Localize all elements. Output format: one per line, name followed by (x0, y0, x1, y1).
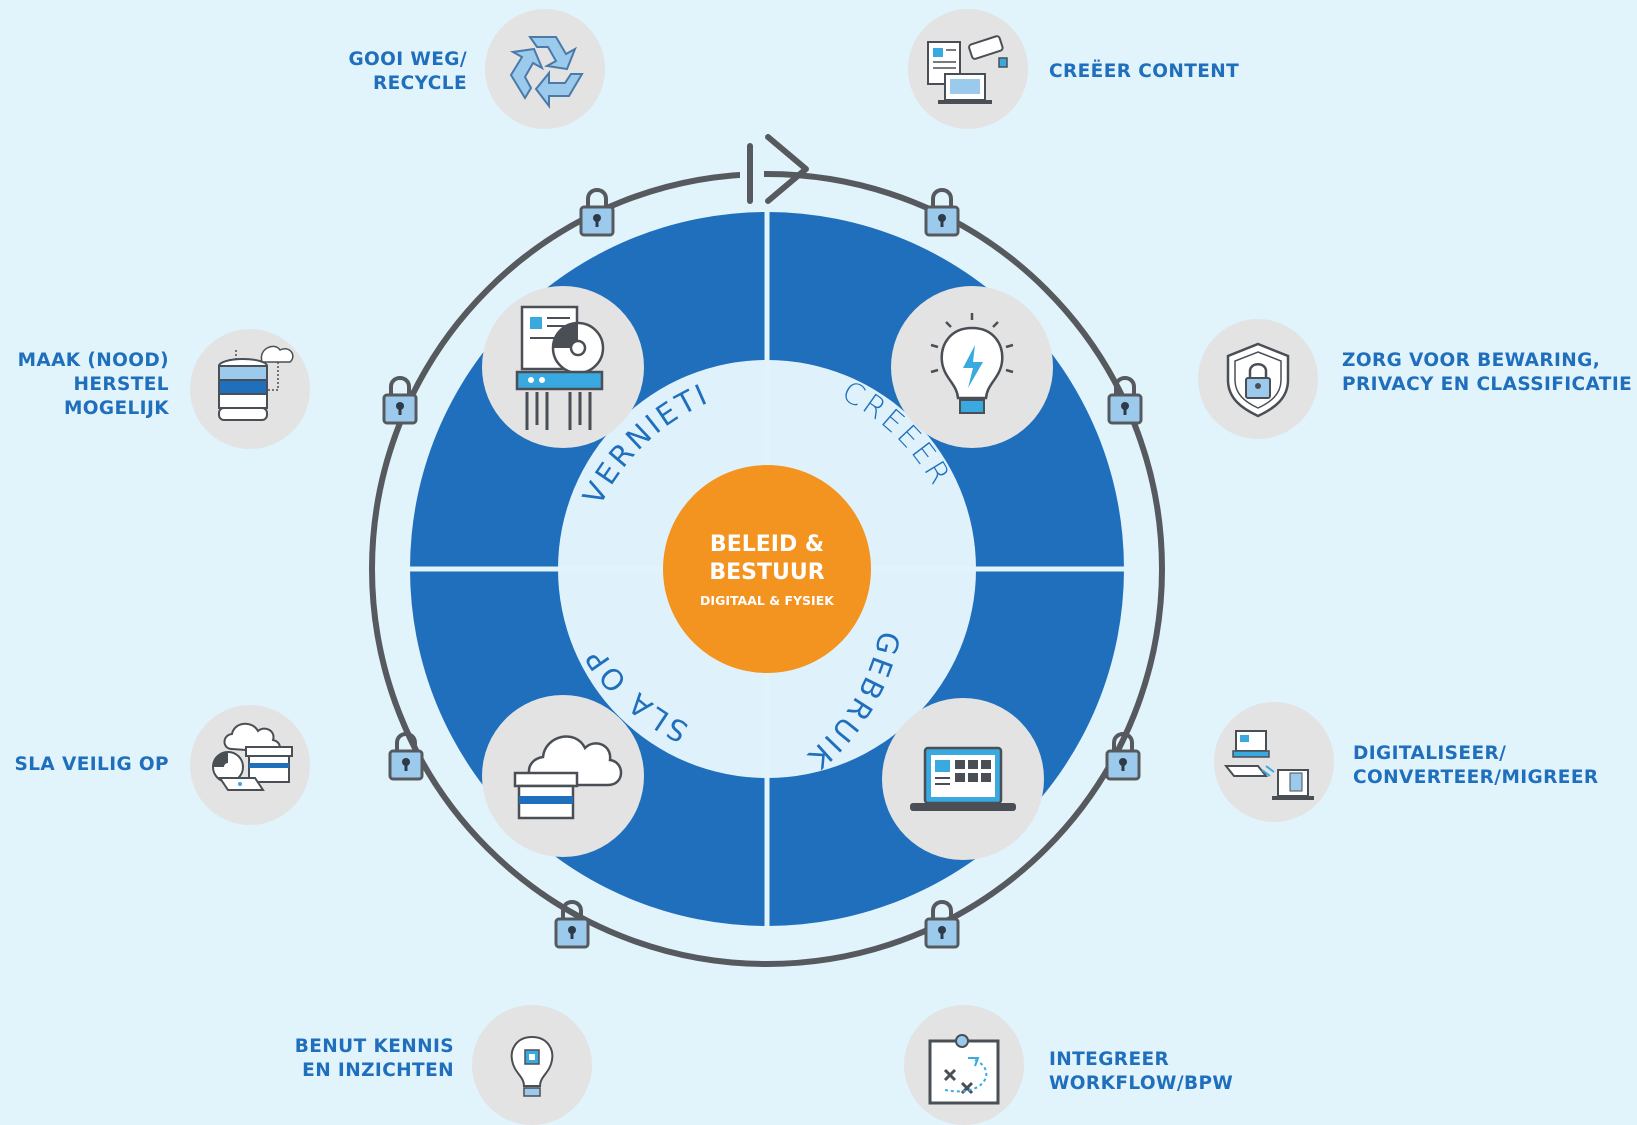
label-recovery: MAAK (NOOD) HERSTEL MOGELIJK (18, 349, 169, 421)
label-store-safe: SLA VEILIG OP (15, 753, 170, 777)
label-recycle-line2: RECYCLE (373, 73, 467, 94)
shield-lock-icon (1198, 319, 1318, 439)
padlock-icon (924, 900, 960, 949)
label-digitize-line2: CONVERTEER/MIGREER (1353, 767, 1599, 788)
insight-bulb-icon (472, 1005, 592, 1125)
label-retention-line2: PRIVACY EN CLASSIFICATIE (1342, 374, 1633, 395)
digitize-icon (1214, 702, 1334, 822)
center-policy-circle (663, 465, 871, 673)
center-title-line2: BESTUUR (709, 560, 824, 585)
content-creation-icon (908, 9, 1028, 129)
label-store-safe-line1: SLA VEILIG OP (14, 754, 169, 775)
center-subtitle: DIGITAAL & FYSIEK (700, 593, 835, 608)
label-workflow: INTEGREER WORKFLOW/BPW (1049, 1048, 1233, 1096)
padlock-icon (554, 900, 590, 949)
label-create-content: CREËER CONTENT (1049, 60, 1239, 84)
label-retention: ZORG VOOR BEWARING, PRIVACY EN CLASSIFIC… (1342, 349, 1632, 397)
label-digitize: DIGITALISEER/ CONVERTEER/MIGREER (1353, 742, 1599, 790)
label-insights-line2: EN INZICHTEN (302, 1060, 454, 1081)
padlock-icon (579, 188, 615, 237)
padlock-icon (388, 732, 424, 781)
label-recovery-line2: HERSTEL (73, 374, 169, 395)
workflow-icon (904, 1005, 1024, 1125)
label-recovery-line1: MAAK (NOOD) (17, 350, 169, 371)
label-recycle-line1: GOOI WEG/ (348, 49, 467, 70)
label-retention-line1: ZORG VOOR BEWARING, (1342, 350, 1601, 371)
label-recovery-line3: MOGELIJK (63, 398, 169, 419)
laptop-icon (882, 698, 1044, 860)
label-workflow-line1: INTEGREER (1049, 1049, 1170, 1070)
secure-storage-icon (190, 705, 310, 825)
padlock-icon (382, 376, 418, 425)
padlock-icon (1107, 376, 1143, 425)
cycle-arrow-icon (740, 134, 809, 204)
padlock-icon (924, 188, 960, 237)
label-recycle: GOOI WEG/ RECYCLE (348, 48, 467, 96)
center-title-line1: BELEID & (710, 532, 824, 557)
label-workflow-line2: WORKFLOW/BPW (1049, 1073, 1234, 1094)
cloud-storage-icon (482, 695, 644, 857)
recycle-icon (485, 9, 605, 129)
padlock-icon (1105, 732, 1141, 781)
shredder-icon (482, 286, 644, 448)
label-create-content-line1: CREËER CONTENT (1049, 61, 1240, 82)
database-recovery-icon (190, 329, 310, 449)
lightbulb-icon (891, 286, 1053, 448)
label-insights-line1: BENUT KENNIS (294, 1036, 454, 1057)
label-digitize-line1: DIGITALISEER/ (1353, 743, 1507, 764)
outer-cycle-ring (369, 171, 1165, 967)
label-insights: BENUT KENNIS EN INZICHTEN (295, 1035, 454, 1083)
